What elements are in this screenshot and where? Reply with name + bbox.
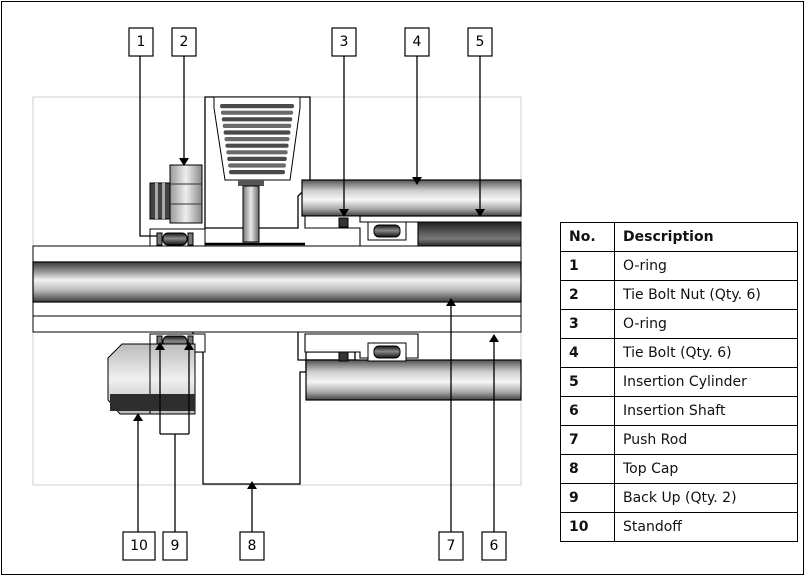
svg-text:2: 2 xyxy=(180,34,189,50)
row-description: O-ring xyxy=(614,251,798,281)
row-description: Standoff xyxy=(614,512,798,542)
callout-3: 3 xyxy=(331,27,357,57)
svg-text:9: 9 xyxy=(171,538,180,554)
o-ring-3 xyxy=(338,217,349,228)
back-up-upper-left xyxy=(156,232,163,246)
callout-10: 10 xyxy=(122,531,156,561)
row-description: Tie Bolt Nut (Qty. 6) xyxy=(614,280,798,310)
callout-9: 9 xyxy=(162,531,188,561)
back-up-upper-right xyxy=(187,232,194,246)
svg-text:5: 5 xyxy=(476,34,485,50)
thread-ridge xyxy=(223,130,291,135)
thread-ridge xyxy=(221,117,293,122)
row-number: 8 xyxy=(560,454,615,484)
row-description: Back Up (Qty. 2) xyxy=(614,483,798,513)
table-header-row: No. Description xyxy=(560,222,798,252)
svg-text:4: 4 xyxy=(413,34,422,50)
callout-7: 7 xyxy=(438,531,464,561)
callout-1: 1 xyxy=(128,27,154,57)
tie-bolt-lower xyxy=(305,359,522,401)
row-description: Tie Bolt (Qty. 6) xyxy=(614,338,798,368)
row-number: 2 xyxy=(560,280,615,310)
large-seal-lower xyxy=(367,342,407,362)
row-description: Insertion Cylinder xyxy=(614,367,798,397)
row-number: 6 xyxy=(560,396,615,426)
o-ring-1 xyxy=(162,232,188,246)
row-description: Insertion Shaft xyxy=(614,396,798,426)
row-description: Top Cap xyxy=(614,454,798,484)
svg-text:10: 10 xyxy=(130,538,148,554)
threaded-port xyxy=(213,96,301,243)
insertion-cylinder xyxy=(417,221,522,247)
callout-5: 5 xyxy=(467,27,493,57)
row-number: 1 xyxy=(560,251,615,281)
row-number: 7 xyxy=(560,425,615,455)
thread-ridge xyxy=(220,110,294,115)
svg-text:6: 6 xyxy=(490,538,499,554)
row-description: Push Rod xyxy=(614,425,798,455)
thread-ridge xyxy=(224,137,290,142)
tie-bolt xyxy=(301,179,522,217)
tie-bolt-nut xyxy=(149,164,203,224)
row-number: 4 xyxy=(560,338,615,368)
svg-text:7: 7 xyxy=(447,538,456,554)
svg-text:8: 8 xyxy=(248,538,257,554)
insertion-shaft-lower xyxy=(32,301,522,333)
large-seal-upper xyxy=(367,221,407,241)
row-number: 9 xyxy=(560,483,615,513)
svg-text:1: 1 xyxy=(137,34,146,50)
standoff xyxy=(107,343,196,415)
o-ring-3-lower xyxy=(338,351,349,362)
header-description: Description xyxy=(614,222,798,252)
svg-text:3: 3 xyxy=(340,34,349,50)
row-number: 3 xyxy=(560,309,615,339)
insertion-shaft-upper xyxy=(32,245,522,263)
push-rod xyxy=(32,261,522,303)
thread-ridge xyxy=(220,104,294,109)
header-no: No. xyxy=(560,222,615,252)
callout-6: 6 xyxy=(481,531,507,561)
callout-2: 2 xyxy=(171,27,197,57)
row-number: 5 xyxy=(560,367,615,397)
callout-4: 4 xyxy=(404,27,430,57)
row-description: O-ring xyxy=(614,309,798,339)
thread-ridge xyxy=(228,163,286,168)
row-number: 10 xyxy=(560,512,615,542)
leader-lines xyxy=(133,56,499,532)
thread-ridge xyxy=(222,123,292,128)
thread-ridge xyxy=(225,143,289,148)
thread-ridge xyxy=(229,170,285,175)
thread-ridge xyxy=(226,150,288,155)
thread-ridge xyxy=(227,156,287,161)
callout-8: 8 xyxy=(239,531,265,561)
